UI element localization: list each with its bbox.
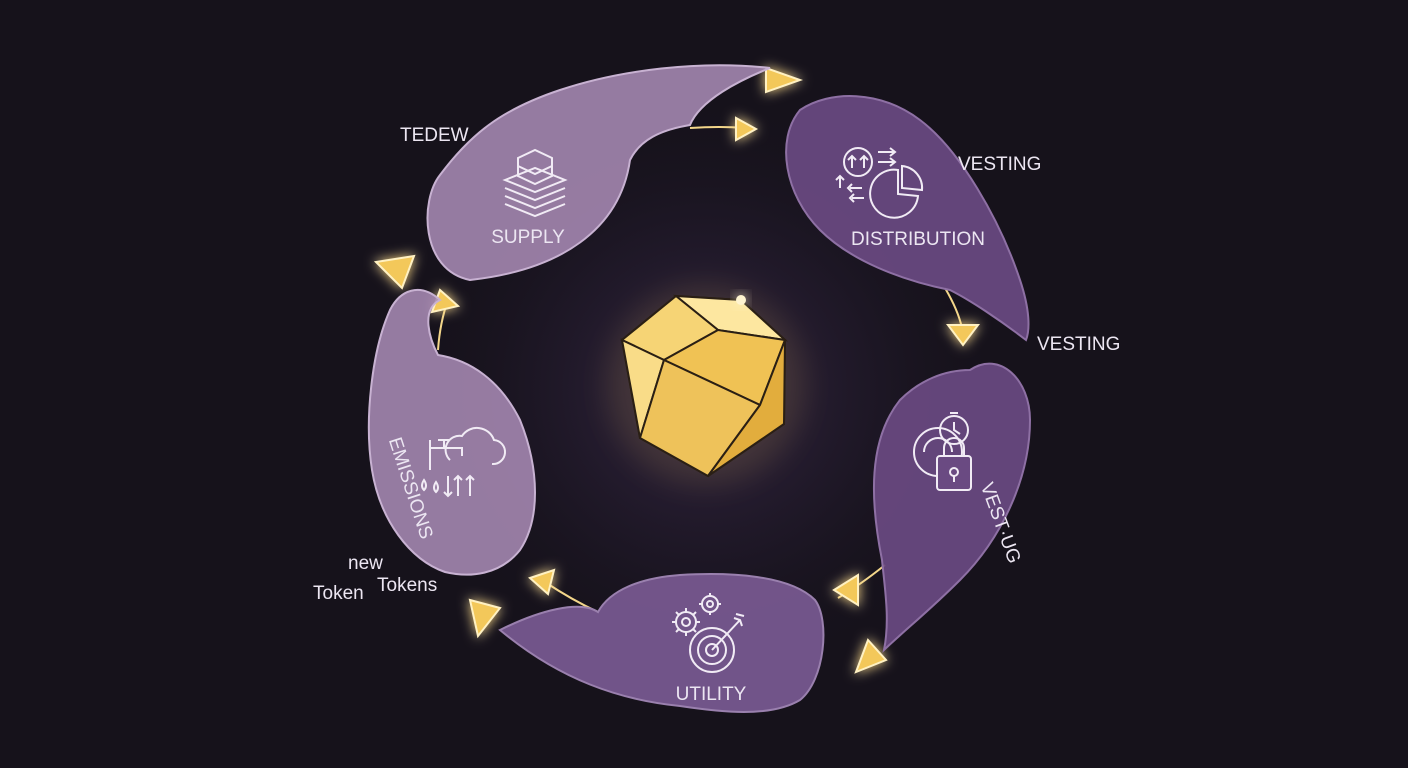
clock-padlock-icon (913, 412, 972, 491)
annotation-tedew: TEDEW (400, 125, 469, 146)
arrowhead-top (765, 66, 804, 94)
utility-stage[interactable]: UTILITY (498, 573, 825, 713)
emissions-petal (367, 289, 536, 576)
polyhedron-token-icon (606, 285, 806, 485)
arrowhead-vesting-utility (832, 573, 859, 607)
gears-target-icon (672, 593, 745, 673)
utility-petal (498, 573, 825, 713)
emissions-stage[interactable]: EMISSIONS (367, 289, 536, 576)
annotation-new: new (348, 553, 383, 574)
distribution-label: DISTRIBUTION (851, 229, 985, 250)
stacked-layers-icon (502, 148, 568, 218)
cloud-faucet-icon (421, 426, 506, 498)
annotation-tokens: Tokens (377, 575, 437, 596)
arrowhead-left (373, 254, 416, 290)
vesting-petal (872, 362, 1032, 653)
supply-label: SUPPLY (491, 227, 565, 248)
supply-stage[interactable]: SUPPLY (426, 64, 771, 282)
distribution-petal (785, 95, 1030, 342)
arrowhead-utility-emissions (528, 568, 556, 596)
distribution-arrows-pie-icon (835, 147, 924, 219)
gold-arrowheads (373, 66, 980, 674)
arrowhead-bottom-left (468, 598, 502, 639)
annotation-vesting-right: VESTING (1037, 334, 1120, 355)
vesting-stage[interactable]: VEST·UG (872, 362, 1032, 653)
arrowhead-bottom-right (854, 638, 888, 674)
arrowhead-supply-distribution (735, 116, 759, 142)
supply-petal (426, 64, 771, 282)
annotation-vesting-top: VESTING (958, 154, 1041, 175)
distribution-stage[interactable]: DISTRIBUTION (785, 95, 1030, 342)
arrowhead-distribution-vesting (946, 324, 980, 347)
annotation-token: Token (313, 583, 364, 604)
utility-label: UTILITY (676, 684, 747, 705)
